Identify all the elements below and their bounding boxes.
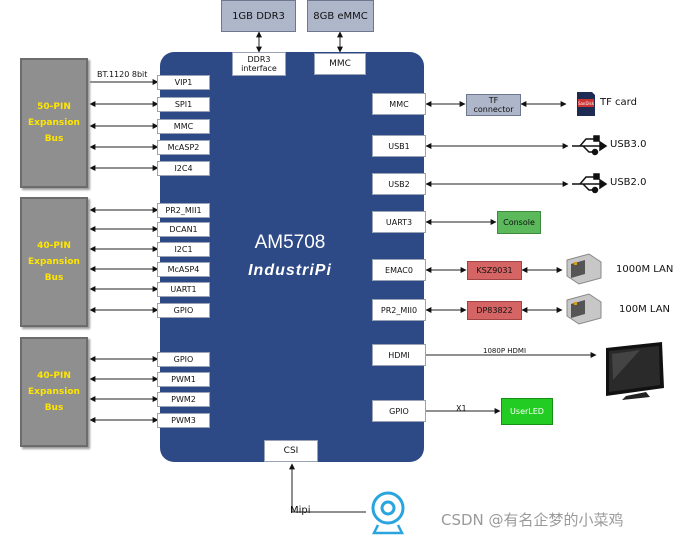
pin-pwm1: PWM1 xyxy=(157,372,210,387)
usb3-label: USB3.0 xyxy=(610,139,647,150)
camera-icon xyxy=(371,491,405,535)
sd-card-brand: SanDisk xyxy=(578,101,595,106)
csi-port: CSI xyxy=(264,440,318,462)
mipi-label: Mipi xyxy=(290,505,311,516)
pin-usb2: USB2 xyxy=(372,173,426,195)
ddr3-memory-box: 1GB DDR3 xyxy=(221,0,296,32)
pin-uart3: UART3 xyxy=(372,211,426,233)
tf-connector-box: TF connector xyxy=(466,94,521,116)
pin-gpio: GPIO xyxy=(157,303,210,318)
bt1120-label: BT.1120 8bit xyxy=(97,70,148,79)
mmc-top-port: MMC xyxy=(314,53,366,75)
pin-mmc: MMC xyxy=(157,119,210,134)
usb2-label: USB2.0 xyxy=(610,177,647,188)
hdmi-resolution-label: 1080P HDMI xyxy=(483,347,527,355)
bus-label: Bus xyxy=(44,273,64,283)
lan100-label: 100M LAN xyxy=(619,304,671,315)
sd-card-icon: SanDisk xyxy=(577,92,595,116)
pin-i2c4: I2C4 xyxy=(157,161,210,176)
pin-vip1: VIP1 xyxy=(157,75,210,90)
pin-mcasp4: McASP4 xyxy=(157,262,210,277)
ethernet-jack-icon xyxy=(566,253,602,285)
pin-spi1: SPI1 xyxy=(157,97,210,112)
ksz9031-phy-box: KSZ9031 xyxy=(467,261,522,280)
lan1000-label: 1000M LAN xyxy=(616,264,674,275)
soc-brand: IndustriPi xyxy=(248,262,332,279)
pin-i2c1: I2C1 xyxy=(157,242,210,257)
bus-label: Expansion xyxy=(28,257,80,267)
pin-hdmi: HDMI xyxy=(372,344,426,366)
pin-pr2-mii0: PR2_MII0 xyxy=(372,299,426,321)
pin-mmc-right: MMC xyxy=(372,93,426,115)
pin-emac0: EMAC0 xyxy=(372,259,426,281)
mipi-link xyxy=(289,463,366,513)
usb-icon xyxy=(572,135,608,156)
ddr3-interface-port: DDR3 interface xyxy=(232,52,286,76)
expansion-bus-50pin: 50-PIN Expansion Bus xyxy=(20,58,88,188)
pin-pr2-mii1: PR2_MII1 xyxy=(157,203,210,218)
userled-box: UserLED xyxy=(501,398,553,425)
soc-name: AM5708 xyxy=(254,232,326,253)
bus-label: Expansion xyxy=(28,118,80,128)
bus-label: Expansion xyxy=(28,387,80,397)
bus-pin-count: 40-PIN xyxy=(37,371,71,381)
dp83822-phy-box: DP83822 xyxy=(467,301,522,320)
watermark: CSDN @有名企梦的小菜鸡 xyxy=(441,511,624,529)
pin-pwm3: PWM3 xyxy=(157,413,210,428)
tv-monitor-icon xyxy=(606,342,664,400)
pin-dcan1: DCAN1 xyxy=(157,222,210,237)
bus-pin-count: 50-PIN xyxy=(37,102,71,112)
expansion-bus-40pin-b: 40-PIN Expansion Bus xyxy=(20,337,88,447)
pin-gpio: GPIO xyxy=(157,352,210,367)
bus-label: Bus xyxy=(44,134,64,144)
bus-label: Bus xyxy=(44,403,64,413)
emmc-memory-box: 8GB eMMC xyxy=(307,0,374,32)
x1-label: X1 xyxy=(456,404,467,413)
pin-uart1: UART1 xyxy=(157,282,210,297)
console-box: Console xyxy=(497,211,541,234)
pin-mcasp2: McASP2 xyxy=(157,140,210,155)
bus-pin-count: 40-PIN xyxy=(37,241,71,251)
tf-card-label: TF card xyxy=(600,97,637,108)
pin-gpio-right: GPIO xyxy=(372,400,426,422)
pin-pwm2: PWM2 xyxy=(157,392,210,407)
expansion-bus-40pin-a: 40-PIN Expansion Bus xyxy=(20,197,88,327)
ethernet-jack-icon xyxy=(566,293,602,325)
pin-usb1: USB1 xyxy=(372,135,426,157)
usb-icon xyxy=(572,173,608,194)
